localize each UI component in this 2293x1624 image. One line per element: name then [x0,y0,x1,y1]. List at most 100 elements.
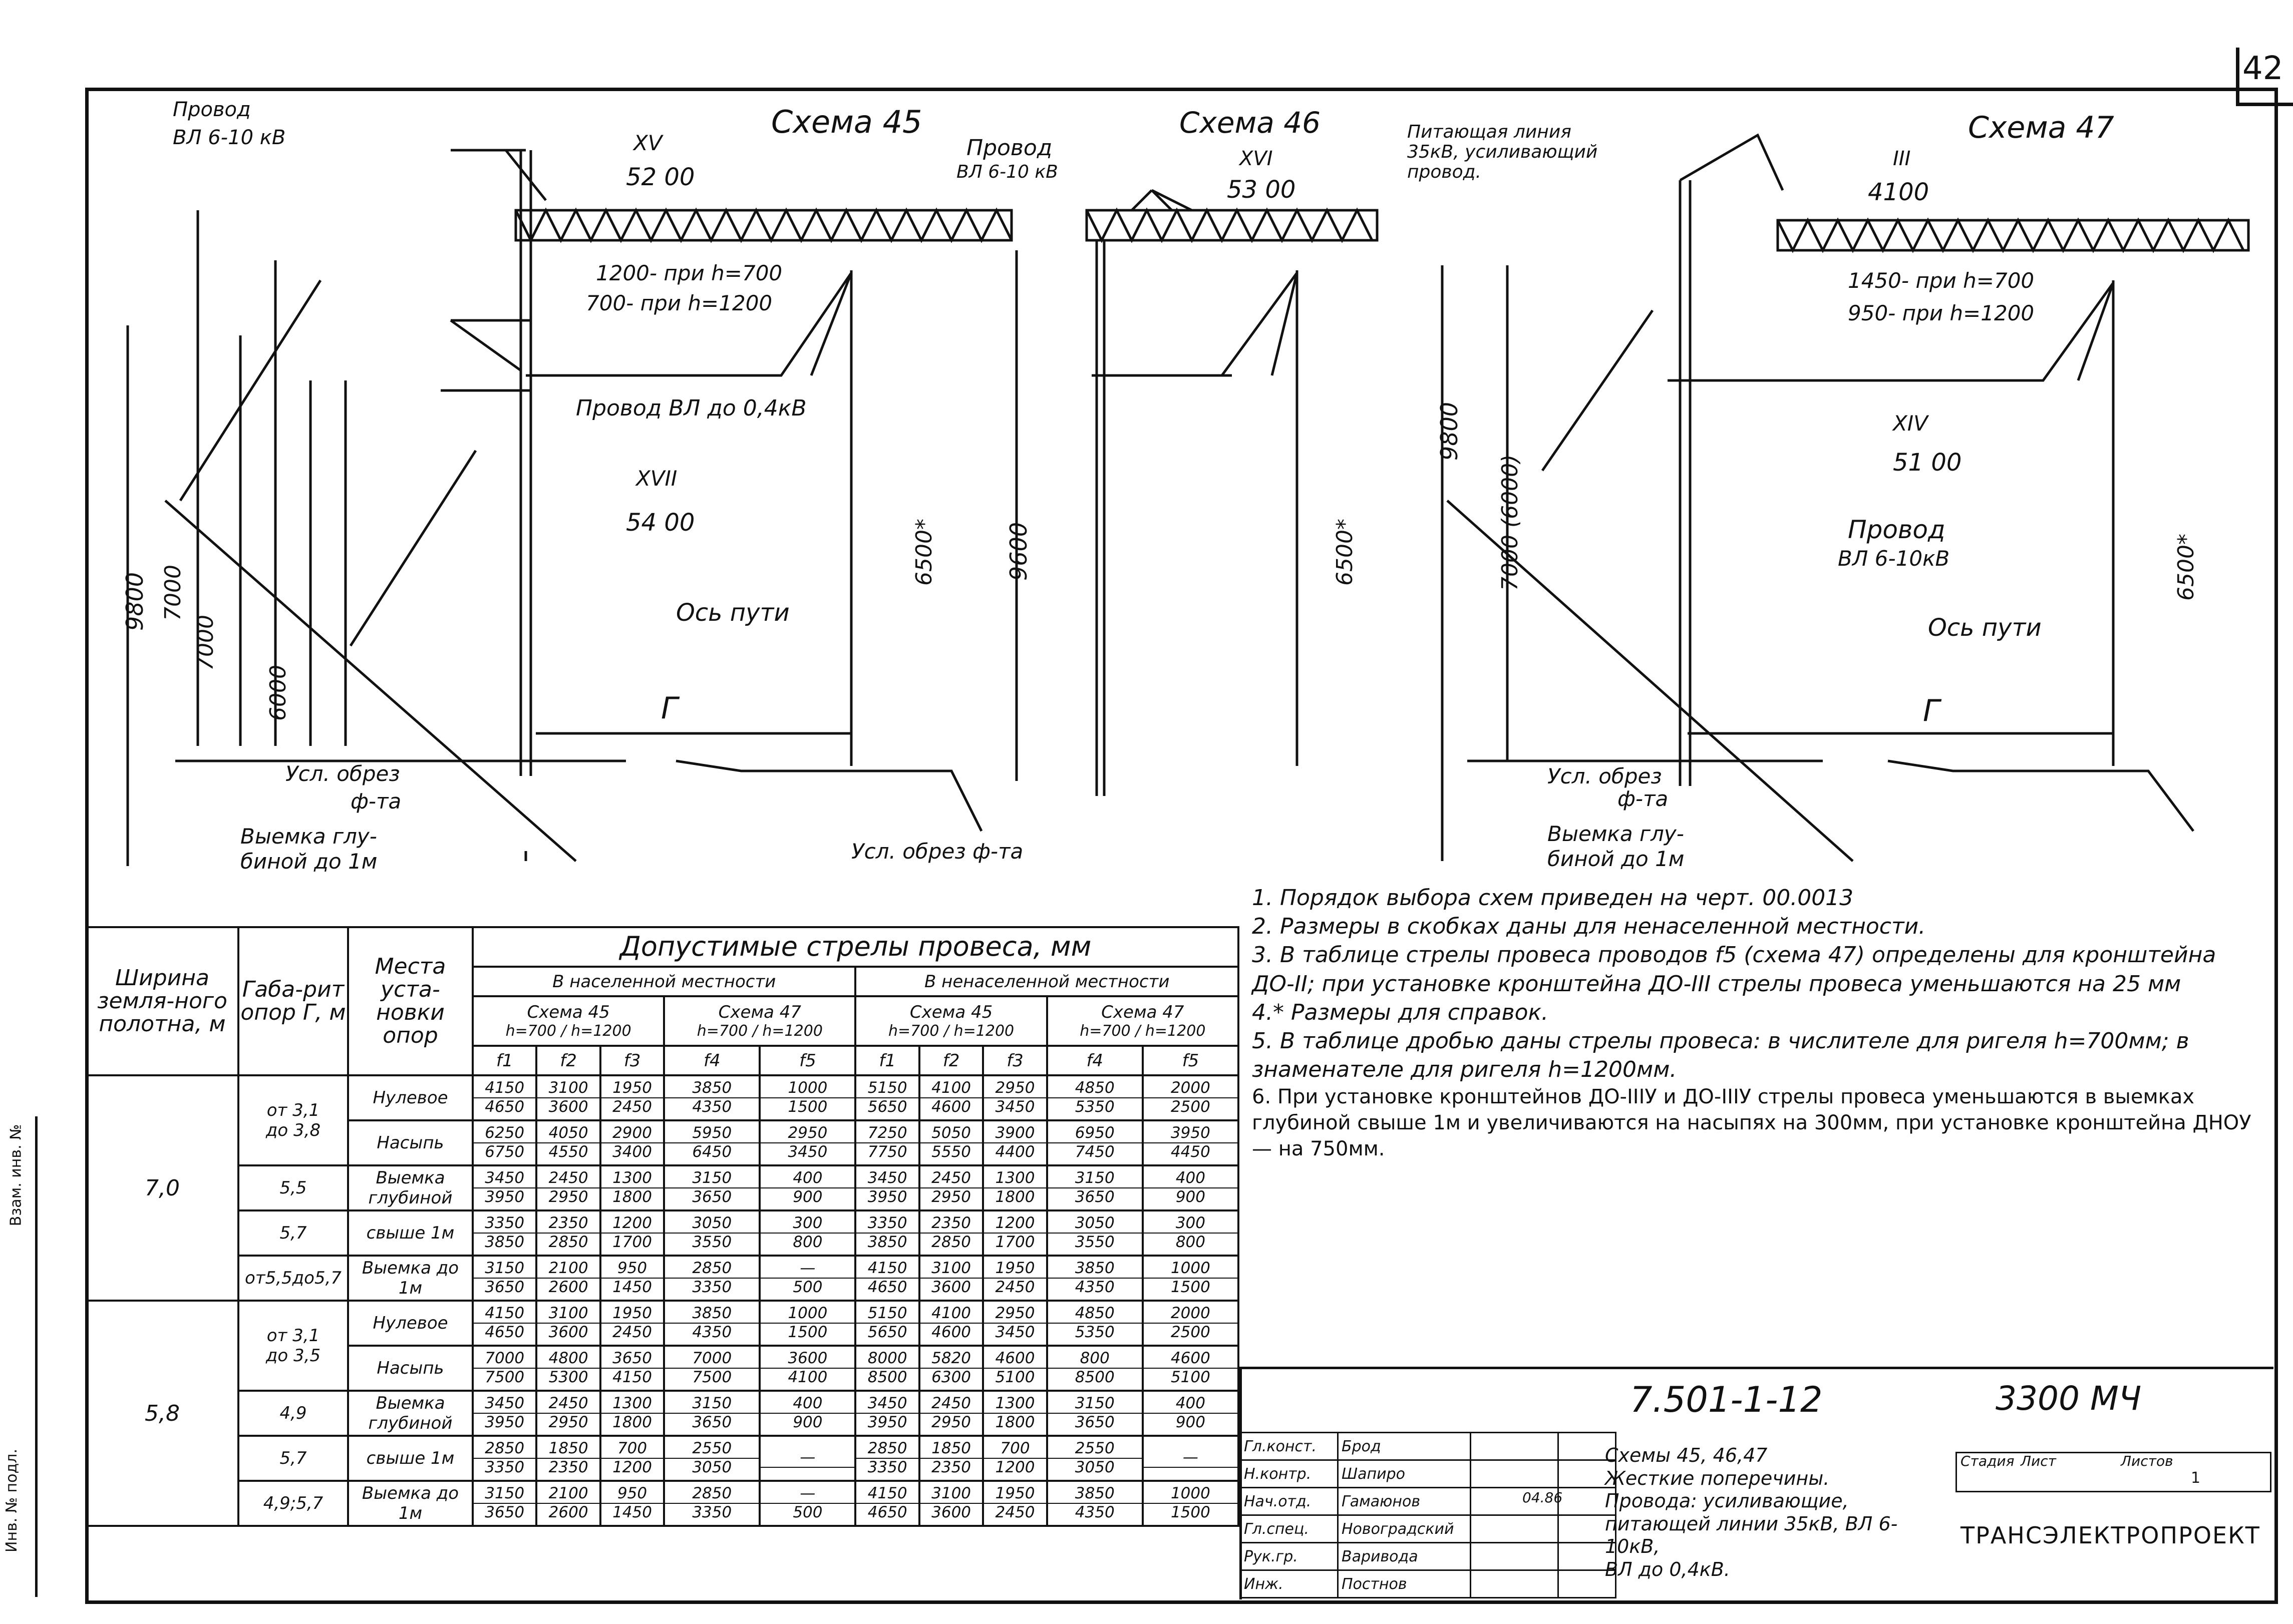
role: Гл.спец. [1239,1514,1339,1543]
notes: 1. Порядок выбора схем приведен на черт.… [1252,884,2258,1162]
svg-text:53 00: 53 00 [1227,176,1295,204]
person: Шапиро [1337,1459,1471,1488]
svg-text:9600: 9600 [1005,522,1032,581]
signature [1470,1569,1559,1598]
svg-text:Г: Г [1923,693,1942,728]
th-populated: В населенной местности [471,966,857,997]
svg-text:ф-та: ф-та [351,789,401,814]
svg-text:Питающая линия: Питающая линия [1407,122,1571,142]
th-f: f5 [1141,1045,1240,1076]
role: Гл.конст. [1239,1432,1339,1461]
th-width: Ширина земля-ного полотна, м [85,926,239,1076]
organization: ТРАНСЭЛЕКТРОПРОЕКТ [1960,1522,2260,1549]
svg-text:6500*: 6500* [2173,534,2199,601]
svg-text:7000 (6000): 7000 (6000) [1497,455,1523,591]
date-cell [1557,1542,1616,1571]
person: Брод [1337,1432,1471,1461]
cell-place: свыше 1м [347,1209,474,1257]
svg-text:Провод ВЛ до 0,4кВ: Провод ВЛ до 0,4кВ [576,395,807,421]
th-unpopulated: В ненаселенной местности [854,966,1239,997]
svg-text:XVII: XVII [635,466,677,491]
cell-gabarit: 4,9 [237,1390,349,1437]
margin-stamp-box [0,1116,38,1597]
person: Постнов [1337,1569,1471,1598]
cell-place: Выемка до 1м [347,1480,474,1527]
sheets-label: Листов [2121,1453,2173,1469]
svg-text:950- при h=1200: 950- при h=1200 [1848,301,2034,325]
svg-text:XV: XV [632,131,664,155]
th-f: f5 [759,1045,857,1076]
svg-text:Выемка глу-: Выемка глу- [240,824,377,849]
svg-text:Выемка глу-: Выемка глу- [1547,822,1684,846]
date-cell [1557,1569,1616,1598]
signature [1470,1514,1559,1543]
cell-gabarit: от 3,1 до 3,8 [237,1074,349,1166]
svg-text:Схема 47: Схема 47 [1968,110,2114,145]
svg-text:7000: 7000 [160,565,186,621]
svg-text:Г: Г [661,691,680,726]
svg-text:Провод: Провод [1848,515,1945,544]
svg-text:Схема 46: Схема 46 [1179,106,1321,140]
svg-text:6500*: 6500* [911,519,937,586]
person: Варивода [1337,1542,1471,1571]
note: 2. Размеры в скобках даны для ненаселенн… [1252,914,1926,940]
role: Рук.гр. [1239,1542,1339,1571]
cell-place: Насыпь [347,1119,474,1166]
signature [1470,1487,1559,1516]
cell-width: 5,8 [85,1300,239,1527]
svg-text:ВЛ 6-10 кВ: ВЛ 6-10 кВ [173,126,285,149]
signature-row: Инж.Постнов [1239,1569,1616,1598]
doc-code: 7.501-1-12 [1630,1379,1823,1420]
svg-text:III: III [1893,147,1910,170]
svg-text:6000: 6000 [265,665,291,721]
cell-place: Нулевое [347,1300,474,1347]
signature [1470,1542,1559,1571]
svg-text:Схема 45: Схема 45 [771,104,922,140]
th-f: f2 [535,1045,601,1076]
svg-text:Усл. обрез ф-та: Усл. обрез ф-та [851,839,1023,864]
cell-place: Насыпь [347,1345,474,1392]
svg-text:700- при h=1200: 700- при h=1200 [586,291,772,315]
cell-place: Выемка глубиной [347,1164,474,1211]
cell-value: —500 [759,1480,857,1527]
role: Инж. [1239,1569,1339,1598]
